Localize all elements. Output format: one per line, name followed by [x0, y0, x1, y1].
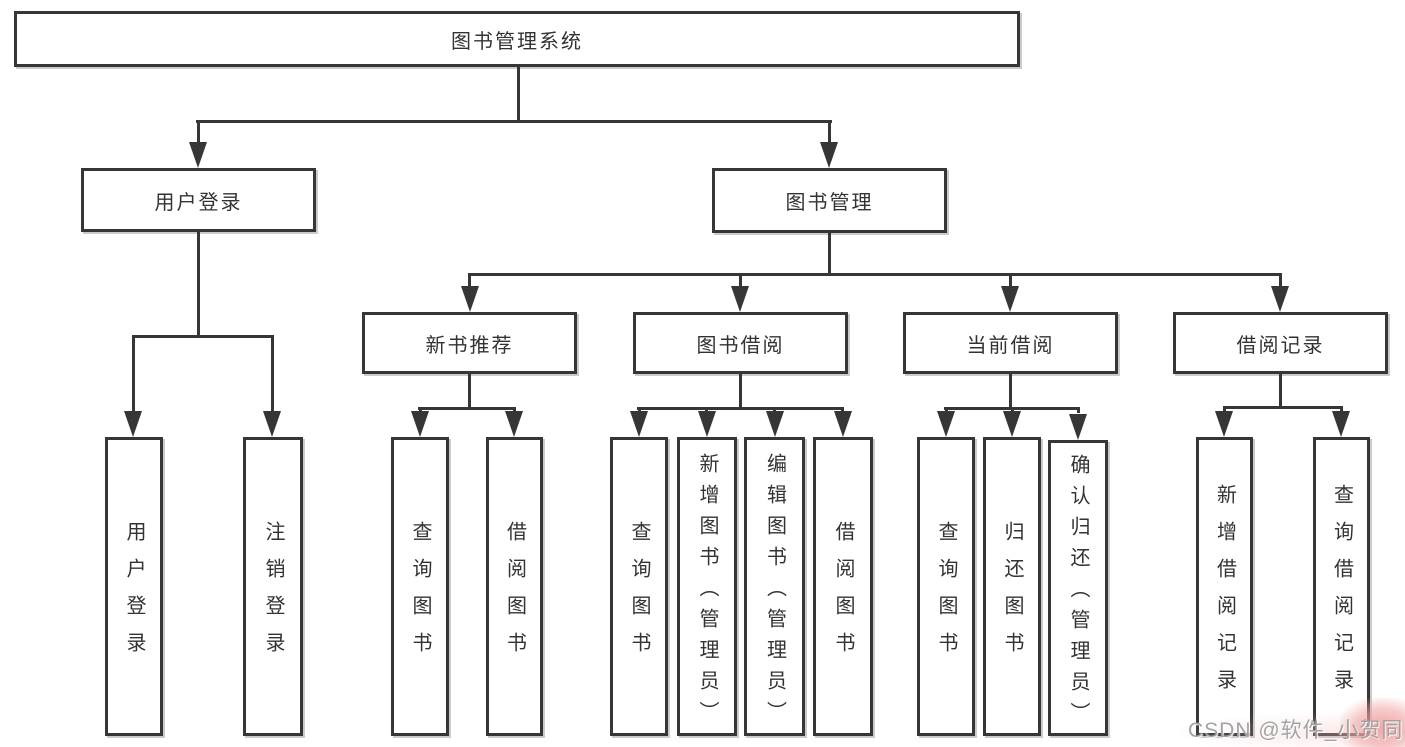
- arrowhead-down-icon: [766, 411, 784, 437]
- connector-line: [1223, 406, 1226, 412]
- arrowhead-down-icon: [834, 411, 852, 437]
- leaf-user-login: 用户登录: [105, 437, 163, 736]
- arrowhead-down-icon: [731, 286, 749, 312]
- connector-line: [513, 407, 516, 413]
- connector-line: [739, 374, 742, 407]
- leaf-label: 确认归还（管理员）: [1067, 454, 1089, 733]
- connector-line: [197, 232, 200, 335]
- arrowhead-down-icon: [1332, 411, 1350, 437]
- leaf-label: 注销登录: [262, 521, 284, 669]
- node-user-login: 用户登录: [81, 168, 316, 232]
- connector-line: [132, 335, 273, 338]
- arrowhead-down-icon: [263, 411, 281, 437]
- connector-line: [828, 233, 831, 273]
- watermark-accent-blob: [1340, 698, 1405, 747]
- connector-line: [196, 120, 832, 123]
- connector-line: [1009, 273, 1012, 286]
- connector-line: [1011, 407, 1014, 413]
- connector-line: [828, 120, 831, 142]
- connector-line: [197, 120, 200, 142]
- leaf-label: 查询图书: [409, 521, 431, 669]
- leaf-confirm-return-admin: 确认归还（管理员）: [1048, 440, 1108, 736]
- arrowhead-down-icon: [1003, 411, 1021, 437]
- connector-line: [637, 407, 844, 410]
- node-new-book-recommend: 新书推荐: [362, 312, 577, 374]
- arrowhead-down-icon: [1271, 286, 1289, 312]
- leaf-query-books-recommend: 查询图书: [391, 437, 449, 736]
- node-label: 图书管理系统: [451, 30, 583, 53]
- leaf-add-borrow-record: 新增借阅记录: [1196, 437, 1253, 736]
- connector-line: [773, 407, 776, 413]
- connector-line: [638, 407, 641, 413]
- connector-line: [468, 273, 471, 286]
- leaf-label: 借阅图书: [503, 521, 526, 669]
- connector-line: [419, 407, 422, 413]
- arrowhead-down-icon: [937, 411, 955, 437]
- connector-line: [1077, 407, 1080, 413]
- leaf-label: 用户登录: [123, 521, 145, 669]
- connector-line: [841, 407, 844, 413]
- leaf-add-books-admin: 新增图书（管理员）: [677, 437, 737, 736]
- arrowhead-down-icon: [124, 411, 142, 437]
- node-label: 借阅记录: [1236, 334, 1325, 357]
- connector-line: [271, 335, 274, 411]
- leaf-label: 新增借阅记录: [1213, 484, 1236, 706]
- leaf-query-borrow-record: 查询借阅记录: [1313, 437, 1370, 736]
- node-label: 新书推荐: [425, 334, 514, 357]
- connector-line: [1279, 374, 1282, 406]
- node-label: 图书借阅: [696, 334, 785, 357]
- connector-line: [1279, 273, 1282, 286]
- leaf-label: 归还图书: [1001, 521, 1023, 669]
- arrowhead-down-icon: [1001, 286, 1019, 312]
- leaf-label: 查询图书: [628, 521, 650, 669]
- connector-line: [705, 407, 708, 413]
- leaf-label: 新增图书（管理员）: [696, 452, 718, 732]
- leaf-label: 查询图书: [935, 521, 957, 669]
- node-label: 当前借阅: [966, 334, 1055, 357]
- connector-line: [517, 67, 520, 120]
- connector-line: [1340, 406, 1343, 412]
- arrowhead-down-icon: [189, 142, 207, 168]
- connector-line: [739, 273, 742, 286]
- arrowhead-down-icon: [630, 411, 648, 437]
- arrowhead-down-icon: [820, 142, 838, 168]
- leaf-borrow-books-recommend: 借阅图书: [486, 437, 543, 736]
- connector-line: [468, 374, 471, 407]
- node-root: 图书管理系统: [14, 11, 1020, 67]
- node-label: 用户登录: [154, 191, 243, 214]
- leaf-borrow-books: 借阅图书: [813, 437, 873, 736]
- leaf-label: 编辑图书（管理员）: [763, 452, 786, 732]
- node-book-borrow: 图书借阅: [633, 312, 848, 374]
- watermark-text: CSDN @软件_小贺同学: [1188, 719, 1405, 742]
- arrowhead-down-icon: [698, 411, 716, 437]
- leaf-label: 借阅图书: [832, 521, 854, 669]
- connector-line: [132, 335, 135, 411]
- arrowhead-down-icon: [1215, 411, 1233, 437]
- leaf-query-books-borrow: 查询图书: [610, 437, 668, 736]
- connector-line: [418, 407, 516, 410]
- leaf-query-books-current: 查询图书: [917, 437, 975, 736]
- arrowhead-down-icon: [461, 286, 479, 312]
- arrowhead-down-icon: [411, 411, 429, 437]
- node-book-management: 图书管理: [712, 168, 947, 233]
- node-borrow-records: 借阅记录: [1173, 312, 1388, 374]
- arrowhead-down-icon: [505, 411, 523, 437]
- leaf-label: 查询借阅记录: [1330, 484, 1353, 706]
- leaf-logout: 注销登录: [243, 437, 303, 736]
- connector-line: [468, 273, 1281, 276]
- connector-line: [1009, 374, 1012, 407]
- connector-line: [945, 407, 948, 413]
- leaf-return-books: 归还图书: [983, 437, 1041, 736]
- leaf-edit-books-admin: 编辑图书（管理员）: [744, 437, 805, 736]
- arrowhead-down-icon: [1069, 414, 1087, 440]
- node-label: 图书管理: [785, 192, 874, 214]
- node-current-borrow: 当前借阅: [903, 312, 1118, 374]
- connector-line: [1223, 406, 1343, 409]
